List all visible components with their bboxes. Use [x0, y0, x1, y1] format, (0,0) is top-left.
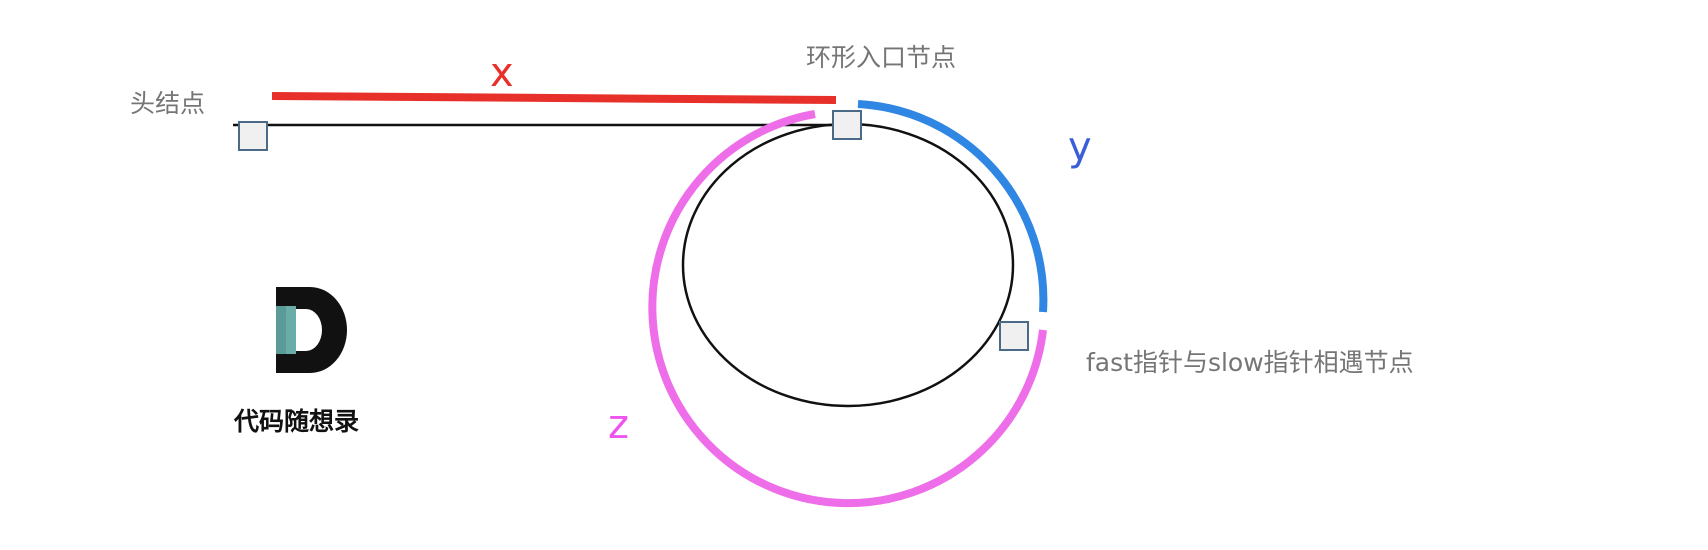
segment-y-arc — [857, 100, 1048, 313]
logo-text: 代码随想录 — [233, 407, 359, 436]
segment-z-label: z — [608, 402, 629, 448]
segment-z-arc — [648, 110, 1047, 508]
segment-y-label: y — [1068, 124, 1092, 170]
meeting-point-label: fast指针与slow指针相遇节点 — [1086, 348, 1414, 377]
head-node-label: 头结点 — [130, 89, 205, 118]
meeting-node — [999, 321, 1029, 351]
cycle-circle — [681, 122, 1015, 408]
cycle-entry-label: 环形入口节点 — [806, 43, 956, 72]
letter-d-logo-icon — [276, 287, 347, 373]
segment-x-label: x — [490, 50, 514, 96]
segment-x-bar — [271, 92, 837, 104]
head-node — [238, 121, 268, 151]
cycle-entry-node — [832, 110, 862, 140]
